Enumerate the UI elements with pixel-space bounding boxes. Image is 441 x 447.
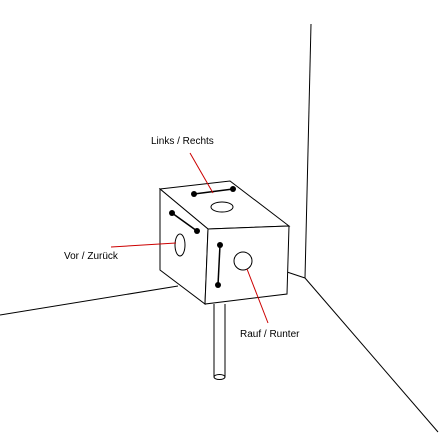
leader-forward-back [110,242,177,248]
front-face-controls [215,242,253,288]
front-hole [233,251,253,271]
top-hole [210,201,234,213]
top-dot-left [191,191,197,197]
floor-corner-line [286,271,306,279]
floor-right-line [304,277,439,433]
support-rod [213,304,226,380]
label-forward-back: Vor / Zurück [64,251,118,262]
floor-left-line [0,285,179,316]
rod-end [213,374,226,380]
left-hole [174,233,186,257]
leader-up-down [246,268,269,324]
left-dot-bottom [194,228,200,234]
leader-lines [110,152,269,324]
left-face-controls [169,210,200,257]
label-left-right: Links / Rechts [151,136,214,147]
top-dot-right [230,186,236,192]
front-dot-top [217,242,223,248]
top-face-controls [191,186,236,213]
wall-corner-vertical-line [304,23,312,279]
left-dot-top [169,210,175,216]
label-up-down: Rauf / Runter [240,329,300,340]
front-dot-bottom [215,282,221,288]
room-corner [0,23,439,433]
leader-left-right [189,152,214,194]
